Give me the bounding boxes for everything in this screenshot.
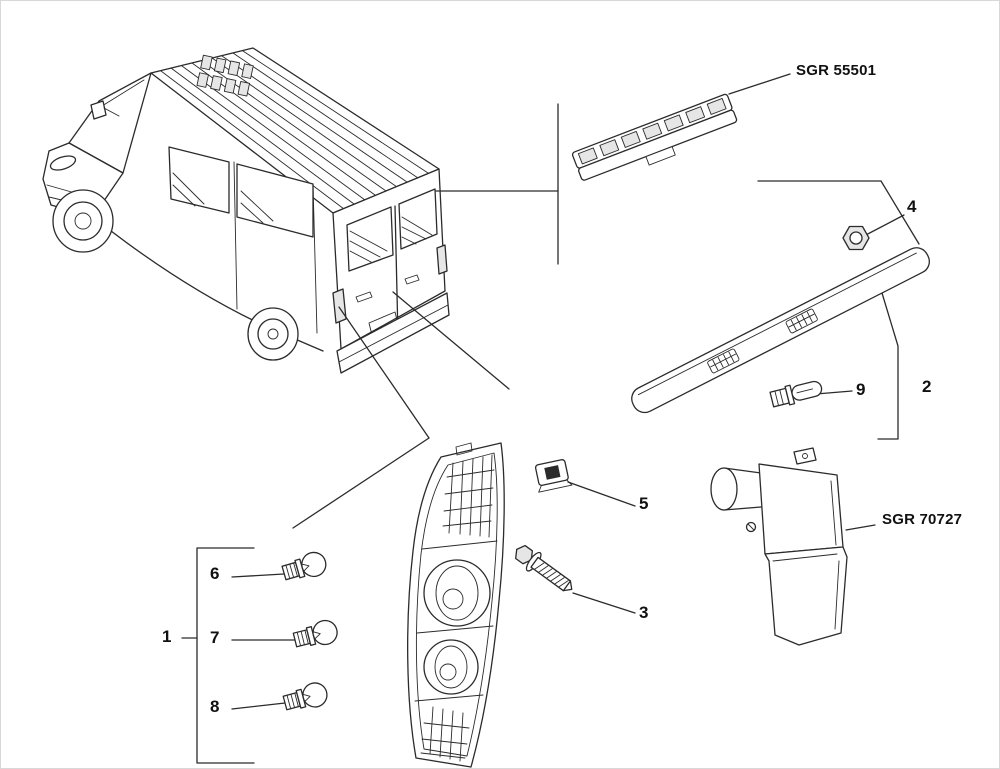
rear-lamp-reflector-1: [423, 559, 491, 627]
side-lamp-foot: [764, 546, 848, 646]
bulb-8: [282, 682, 328, 711]
bolt-threads: [533, 562, 569, 588]
label-part-1: 1: [162, 627, 172, 646]
trim-strip: [631, 247, 930, 414]
label-part-2: 2: [922, 377, 932, 396]
rear-lamp: [407, 442, 505, 768]
label-part-3: 3: [639, 603, 649, 622]
side-lamp: [710, 447, 848, 646]
brake-light-segments: [577, 98, 727, 165]
license-lamp-window-2: [785, 308, 818, 334]
rear-lamp-top-tab: [455, 442, 473, 456]
van-door-handle-right: [404, 274, 420, 285]
side-lamp-cylinder: [710, 467, 770, 533]
van-taillight-left: [332, 288, 347, 324]
bolt-head: [515, 544, 534, 565]
van-rear-wheel: [247, 307, 299, 361]
third-brake-light: [571, 93, 738, 181]
bulb-7: [292, 619, 338, 648]
clip: [534, 459, 573, 493]
label-part-6: 6: [210, 564, 220, 583]
van-mirror: [90, 100, 107, 120]
van-headlight: [49, 155, 77, 171]
van-rear-bumper: [336, 292, 450, 374]
rear-lamp-top-grid: [442, 454, 495, 538]
van-roof-ribs: [160, 50, 429, 210]
van-rear-window-right: [398, 188, 438, 250]
nut: [842, 225, 870, 251]
rear-lamp-reflector-2: [423, 639, 479, 695]
label-part-8: 8: [210, 697, 220, 716]
van-roof-vents: [196, 54, 254, 97]
side-lamp-body: [758, 463, 844, 555]
van-door-seams: [233, 161, 318, 334]
label-part-5: 5: [639, 494, 649, 513]
van-side-window-2: [236, 163, 314, 238]
rear-lamp-outline: [407, 442, 505, 768]
side-lamp-tab: [793, 447, 817, 465]
van-taillight-right: [436, 244, 448, 275]
clip-hole: [544, 465, 561, 480]
van-door-handle-left: [355, 291, 373, 303]
label-part-4: 4: [907, 197, 917, 216]
leader-lines: [181, 73, 920, 764]
van-front-wheel: [52, 189, 114, 253]
rear-lamp-bottom-grid: [420, 706, 470, 762]
license-lamp-window-1: [707, 348, 740, 374]
label-sgr-55501: SGR 55501: [796, 62, 877, 79]
van-illustration: [42, 47, 450, 374]
label-part-9: 9: [856, 380, 866, 399]
brake-light-mount-tab: [645, 146, 676, 166]
bolt: [515, 544, 573, 592]
label-sgr-70727: SGR 70727: [882, 511, 963, 528]
van-side-window-1: [168, 146, 230, 214]
van-rear-door-seam: [394, 205, 399, 338]
label-part-7: 7: [210, 628, 220, 647]
bulb-6: [281, 551, 327, 581]
festoon-bulb: [769, 380, 823, 408]
